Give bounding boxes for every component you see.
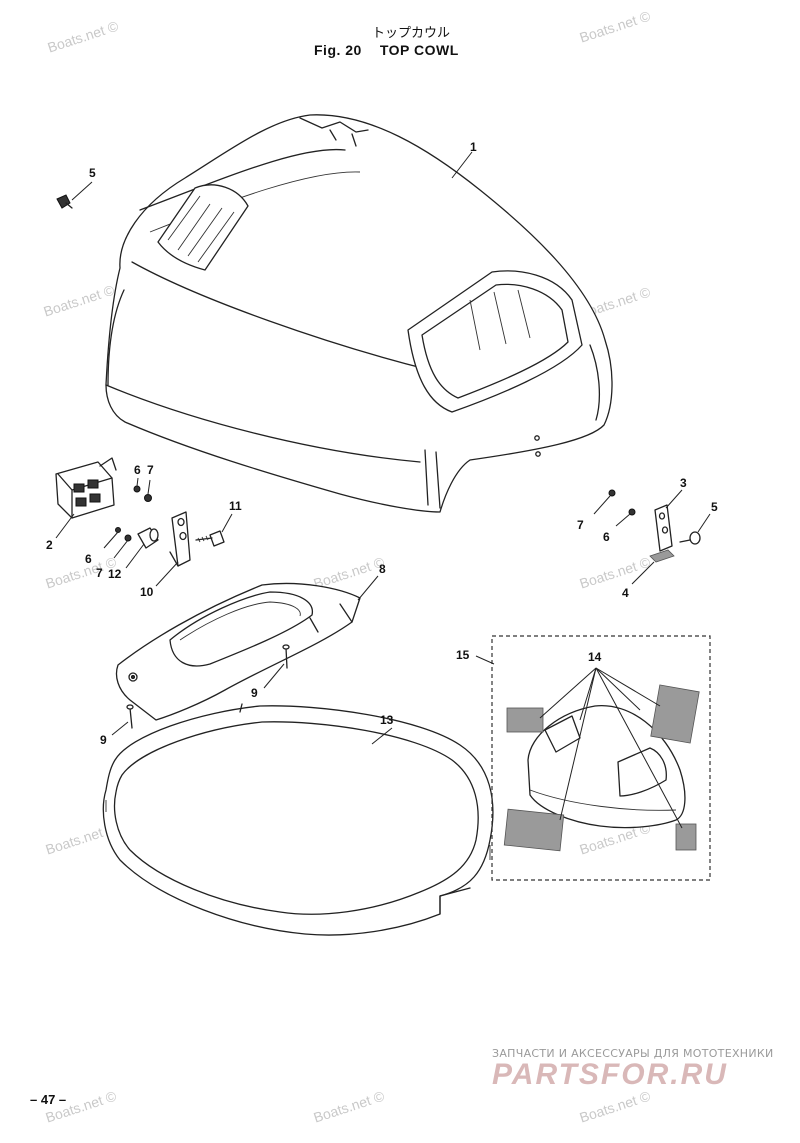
callout-6: 6 (85, 552, 92, 566)
nut-part (608, 489, 616, 497)
screw-part-5-right (679, 531, 701, 545)
callout-11: 11 (229, 499, 242, 513)
page-number: – 47 – (30, 1092, 67, 1107)
callout-1: 1 (470, 140, 477, 154)
bracket-part-10 (169, 511, 191, 567)
screw-part-5-left (56, 194, 73, 209)
decal-part (650, 684, 700, 744)
decal-part (675, 823, 697, 851)
callout-13: 13 (380, 713, 394, 727)
callout-3: 3 (680, 476, 687, 490)
callout-15: 15 (456, 648, 470, 662)
callout-4: 4 (622, 586, 629, 600)
callout-7: 7 (147, 463, 154, 477)
callout-6: 6 (603, 530, 610, 544)
decal-kit-box (491, 635, 711, 881)
bolt-part-11 (195, 530, 225, 547)
figure-name: TOP COWL (379, 42, 459, 58)
washer-part (133, 485, 141, 493)
figure-title: Fig. 20 TOP COWL (314, 42, 459, 58)
callout-14: 14 (588, 650, 602, 664)
collar-part-12 (137, 527, 159, 549)
decal-part (506, 707, 544, 733)
handle-part-8 (115, 582, 361, 721)
nut-part (144, 494, 152, 502)
callout-5: 5 (89, 166, 96, 180)
callout-7: 7 (96, 566, 103, 580)
callout-9: 9 (100, 733, 107, 747)
figure-number: Fig. 20 (314, 42, 362, 58)
brand-logo: PARTSFOR.RU (492, 1058, 728, 1091)
washer-part (628, 508, 636, 516)
callout-7: 7 (577, 518, 584, 532)
callout-12: 12 (108, 567, 122, 581)
nut-part (124, 534, 132, 542)
brand-tagline: ЗАПЧАСТИ И АКСЕССУАРЫ ДЛЯ МОТОТЕХНИКИ (492, 1047, 774, 1060)
callout-6: 6 (134, 463, 141, 477)
leader-lines (55, 151, 711, 829)
washer-part (115, 527, 121, 533)
screw-part-9 (126, 704, 134, 729)
callout-8: 8 (379, 562, 386, 576)
top-cowl-part (105, 114, 613, 513)
callout-9: 9 (251, 686, 258, 700)
hook-part-3 (654, 504, 673, 552)
mini-cowl-illustration (527, 705, 686, 829)
callout-2: 2 (46, 538, 53, 552)
pad-part-4 (649, 549, 675, 563)
latch-part-2 (55, 457, 117, 519)
callout-10: 10 (140, 585, 154, 599)
screw-part-9 (282, 644, 290, 669)
title-japanese: トップカウル (372, 26, 451, 41)
seal-ring-part-13 (102, 703, 494, 936)
decal-part (503, 808, 565, 852)
callout-5: 5 (711, 500, 718, 514)
